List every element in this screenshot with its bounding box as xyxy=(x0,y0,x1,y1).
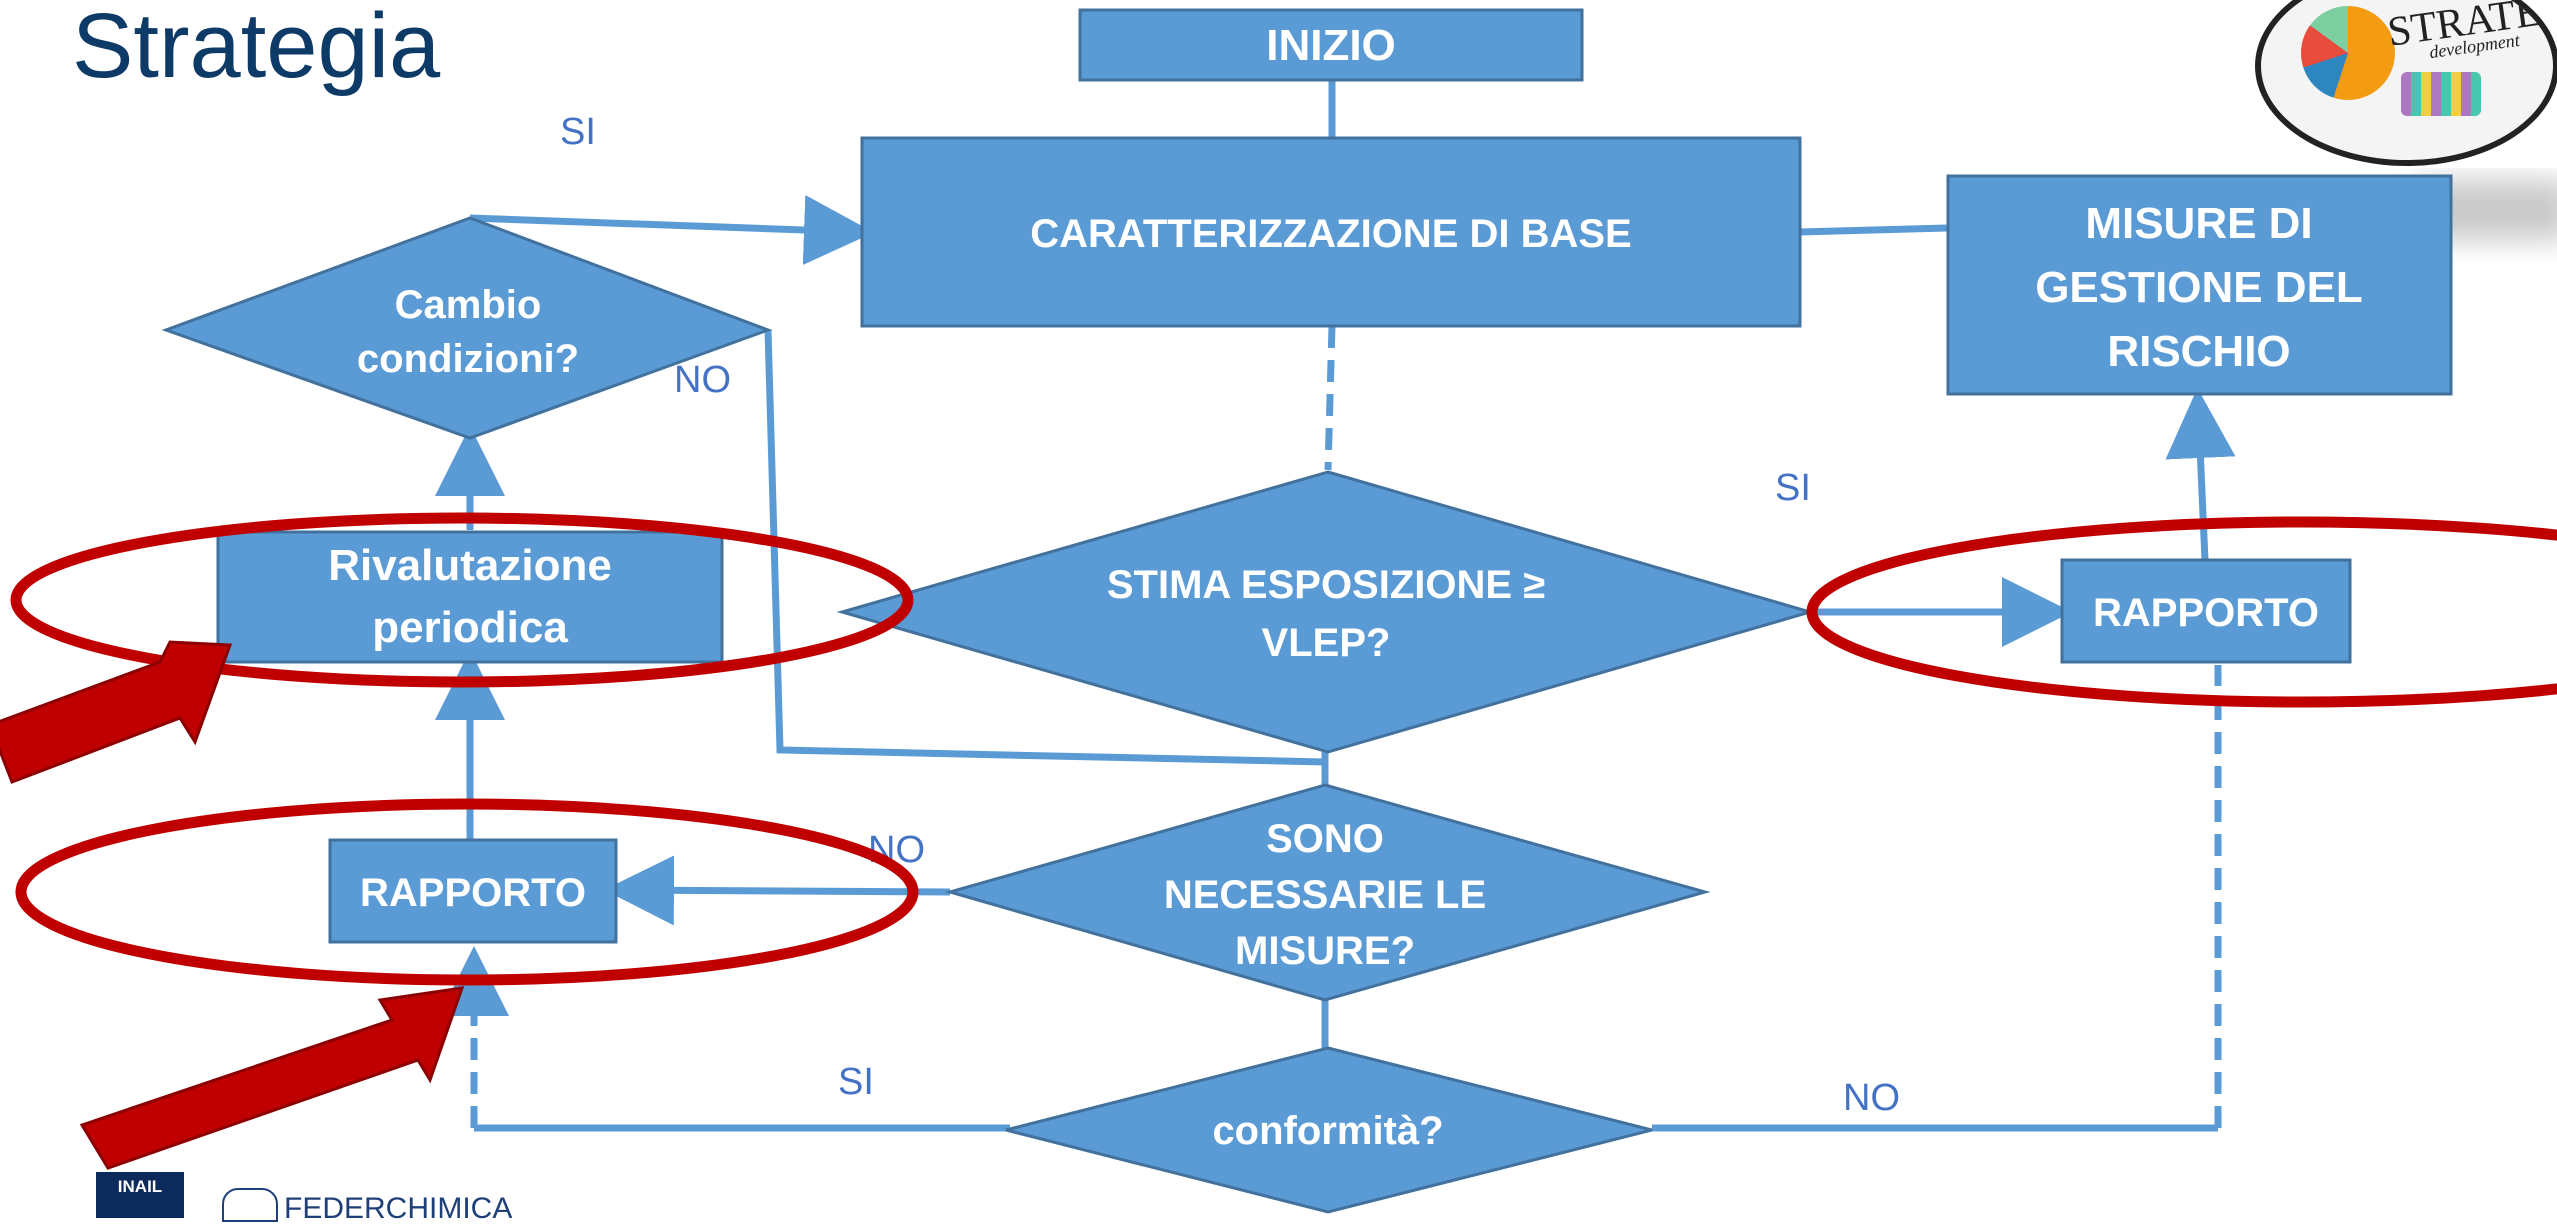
node-cambio-condizioni: Cambio condizioni? xyxy=(161,216,773,440)
federchimica-logo: FEDERCHIMICA xyxy=(222,1188,512,1226)
node-stima-line-2: VLEP? xyxy=(1262,621,1391,665)
connector-sono-rapporto xyxy=(604,855,951,926)
federchimica-logo-text: FEDERCHIMICA xyxy=(284,1192,513,1225)
inail-logo-text: INAIL xyxy=(117,1177,163,1196)
strategy-badge-image: STRATEGY development xyxy=(2255,0,2557,166)
node-cambio-line-1: Cambio xyxy=(395,283,542,327)
connector-caratt-stima xyxy=(1324,325,1336,471)
node-sono-necessarie: SONO NECESSARIE LE MISURE? xyxy=(944,783,1711,1002)
edge-label-no-cambio: NO xyxy=(674,359,731,401)
connector-cambio-no xyxy=(764,329,1326,766)
node-sono-line-3: MISURE? xyxy=(1235,929,1415,973)
federchimica-mark-icon xyxy=(222,1188,278,1222)
inail-logo: INAIL xyxy=(96,1172,184,1218)
node-stima-esposizione: STIMA ESPOSIZIONE ≥ VLEP? xyxy=(836,470,1816,754)
node-sono-line-1: SONO xyxy=(1266,817,1384,861)
node-caratterizzazione: CARATTERIZZAZIONE DI BASE xyxy=(860,136,1802,328)
node-stima-line-1: STIMA ESPOSIZIONE ≥ xyxy=(1107,563,1545,607)
highlight-ellipse-rivalutazione xyxy=(10,512,914,688)
edge-label-no-conformita: NO xyxy=(1843,1077,1900,1119)
node-rapporto-right: RAPPORTO xyxy=(2060,558,2352,664)
node-misure-line-2: GESTIONE DEL xyxy=(2035,263,2363,312)
highlight-ellipses xyxy=(10,512,2557,986)
slide-title: Strategia xyxy=(72,0,441,97)
highlight-arrows xyxy=(0,640,465,1170)
highlight-arrow-upper xyxy=(0,640,233,784)
node-conformita-label: conformità? xyxy=(1212,1109,1443,1153)
node-rivalutazione-line-2: periodica xyxy=(372,603,568,652)
edge-label-si-top: SI xyxy=(560,111,596,153)
node-misure-gestione: MISURE DI GESTIONE DEL RISCHIO xyxy=(1946,174,2453,396)
connectors xyxy=(435,78,2236,1132)
node-misure-line-1: MISURE DI xyxy=(2085,199,2312,248)
node-rivalutazione: Rivalutazione periodica xyxy=(216,530,724,664)
pie-chart-graphic xyxy=(2301,6,2395,100)
node-rapporto-right-label: RAPPORTO xyxy=(2093,591,2319,635)
highlight-ellipse-rapporto-right xyxy=(1806,516,2557,708)
node-sono-line-2: NECESSARIE LE xyxy=(1164,873,1486,917)
connector-caratt-misure xyxy=(1799,224,1949,236)
edge-label-si-stima: SI xyxy=(1775,467,1811,509)
highlight-ellipse-rapporto-left xyxy=(15,798,919,986)
edge-labels: SI NO SI NO SI NO xyxy=(560,111,1900,1119)
node-inizio-label: INIZIO xyxy=(1266,21,1396,70)
connector-rapporto-misure xyxy=(2165,388,2236,561)
people-graphic xyxy=(2401,72,2481,116)
node-rapporto-left-label: RAPPORTO xyxy=(360,871,586,915)
node-misure-line-3: RISCHIO xyxy=(2107,327,2290,376)
highlight-arrow-lower xyxy=(79,986,465,1170)
edge-label-si-conformita: SI xyxy=(838,1061,874,1103)
node-caratterizzazione-label: CARATTERIZZAZIONE DI BASE xyxy=(1030,212,1631,256)
node-rapporto-left: RAPPORTO xyxy=(328,838,618,944)
node-inizio: INIZIO xyxy=(1078,8,1584,82)
node-conformita: conformità? xyxy=(1005,1046,1653,1214)
connector-cambio-caratt xyxy=(469,195,874,265)
node-rivalutazione-line-1: Rivalutazione xyxy=(328,541,612,590)
node-cambio-line-2: condizioni? xyxy=(357,337,579,381)
